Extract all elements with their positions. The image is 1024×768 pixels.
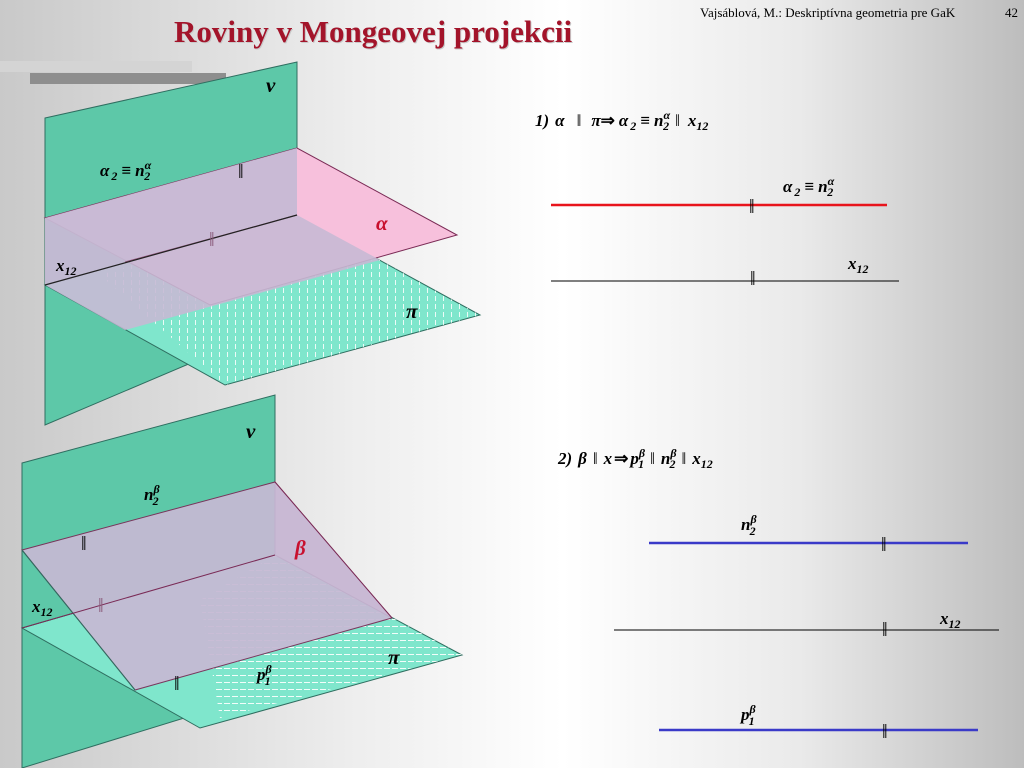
label-x12: x12 bbox=[939, 609, 961, 631]
figure1-alpha-nu-overlap bbox=[45, 148, 297, 285]
page-number: 42 bbox=[1005, 5, 1018, 20]
figure2-axis-x12 bbox=[21, 554, 276, 629]
header-credit: Vajsáblová, M.: Deskriptívna geometria p… bbox=[700, 5, 956, 20]
decorative-bar-dark bbox=[30, 73, 226, 84]
parallel-mark: ‖ bbox=[881, 534, 887, 556]
label-beta: β bbox=[294, 536, 306, 560]
label-nu: ν bbox=[246, 419, 256, 443]
figure2-beta-edge bbox=[21, 549, 136, 691]
parallel-mark: ‖ bbox=[749, 196, 755, 218]
label-x12: x12 bbox=[55, 256, 77, 278]
label-pi: π bbox=[406, 299, 418, 323]
label-pi: π bbox=[388, 645, 400, 669]
parallel-mark: ‖ bbox=[98, 595, 104, 617]
parallel-mark: ‖ bbox=[750, 268, 756, 290]
label-x12: x12 bbox=[31, 597, 53, 619]
label-nu: ν bbox=[266, 73, 276, 97]
figure1-alpha-pi-overlap bbox=[45, 215, 380, 330]
figure1-axis-x12 bbox=[44, 214, 298, 286]
parallel-mark: ‖ bbox=[174, 673, 180, 695]
label-x12: x12 bbox=[847, 254, 869, 276]
parallel-mark: ‖ bbox=[882, 721, 888, 743]
label-alpha: α bbox=[376, 211, 388, 235]
page-title: Roviny v Mongeovej projekcii bbox=[174, 14, 573, 49]
parallel-mark: ‖ bbox=[238, 161, 244, 183]
parallel-mark: ‖ bbox=[882, 619, 888, 641]
parallel-mark: ‖ bbox=[81, 533, 87, 555]
decorative-bar-light bbox=[0, 61, 192, 72]
parallel-mark: ‖ bbox=[209, 229, 215, 251]
